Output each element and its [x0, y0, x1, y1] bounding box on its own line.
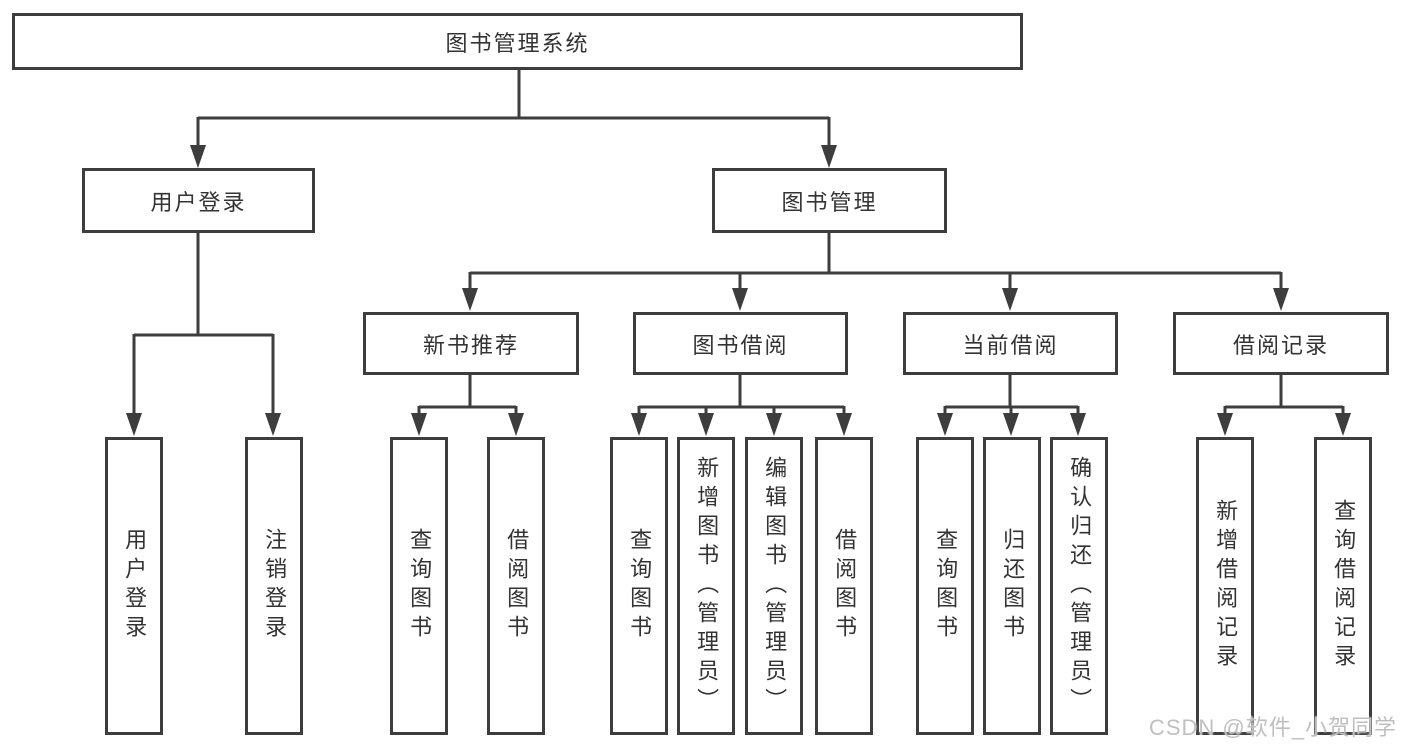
leaf-return-book: 归还图书 — [983, 437, 1041, 735]
node-user-login: 用户登录 — [82, 168, 315, 233]
leaf-search-books-recommend-label: 查询图书 — [407, 528, 433, 644]
leaf-add-book-admin-label: 新增图书（管理员） — [694, 455, 720, 717]
leaf-add-borrow-record-label: 新增借阅记录 — [1213, 499, 1239, 673]
leaf-borrow-books: 借阅图书 — [815, 437, 873, 735]
node-current-borrowing-label: 当前借阅 — [962, 332, 1059, 358]
node-root-label: 图书管理系统 — [445, 30, 590, 56]
leaf-user-login: 用户登录 — [105, 437, 163, 735]
node-new-book-recommend: 新书推荐 — [363, 312, 579, 375]
leaf-edit-book-admin: 编辑图书（管理员） — [745, 437, 803, 735]
leaf-borrow-books-recommend-label: 借阅图书 — [504, 528, 530, 644]
node-book-borrowing: 图书借阅 — [633, 312, 848, 375]
leaf-logout-label: 注销登录 — [262, 528, 288, 644]
leaf-logout: 注销登录 — [245, 437, 303, 735]
leaf-search-books-current-label: 查询图书 — [933, 528, 959, 644]
node-user-login-label: 用户登录 — [150, 189, 247, 215]
leaf-borrow-books-recommend: 借阅图书 — [487, 437, 545, 735]
node-current-borrowing: 当前借阅 — [903, 312, 1118, 375]
node-book-management: 图书管理 — [712, 168, 947, 233]
node-book-borrowing-label: 图书借阅 — [692, 332, 789, 358]
leaf-add-borrow-record: 新增借阅记录 — [1196, 437, 1254, 735]
leaf-search-books-borrowing: 查询图书 — [610, 437, 668, 735]
node-new-book-recommend-label: 新书推荐 — [422, 332, 519, 358]
csdn-watermark: CSDN @软件_小贺同学 — [1148, 715, 1397, 740]
leaf-borrow-books-label: 借阅图书 — [832, 528, 858, 644]
node-root-system: 图书管理系统 — [12, 13, 1023, 70]
leaf-search-borrow-record-label: 查询借阅记录 — [1331, 499, 1357, 673]
node-borrowing-records-label: 借阅记录 — [1232, 332, 1329, 358]
leaf-add-book-admin: 新增图书（管理员） — [677, 437, 735, 735]
node-book-management-label: 图书管理 — [781, 189, 878, 215]
node-borrowing-records: 借阅记录 — [1173, 312, 1389, 375]
leaf-confirm-return-admin: 确认归还（管理员） — [1050, 437, 1108, 735]
leaf-confirm-return-admin-label: 确认归还（管理员） — [1067, 455, 1093, 717]
leaf-return-book-label: 归还图书 — [1000, 528, 1026, 644]
leaf-search-books-current: 查询图书 — [916, 437, 974, 735]
leaf-search-borrow-record: 查询借阅记录 — [1314, 437, 1372, 735]
leaf-user-login-label: 用户登录 — [122, 528, 148, 644]
leaf-edit-book-admin-label: 编辑图书（管理员） — [762, 455, 788, 717]
leaf-search-books-borrowing-label: 查询图书 — [627, 528, 653, 644]
leaf-search-books-recommend: 查询图书 — [390, 437, 448, 735]
